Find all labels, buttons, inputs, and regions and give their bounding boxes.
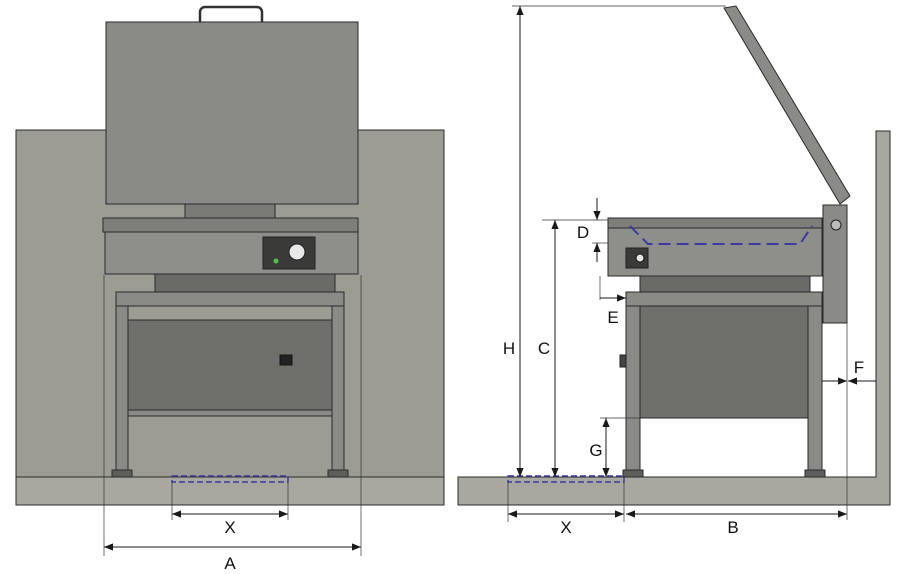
- front-cabinet: [127, 319, 333, 411]
- side-knob-icon[interactable]: [635, 253, 645, 263]
- side-pan-inner: [629, 225, 813, 245]
- front-pan-body: [104, 231, 359, 275]
- front-tilt-mechanism: [154, 273, 336, 293]
- front-lid-hinge: [184, 203, 276, 219]
- side-leg-front: [625, 305, 641, 471]
- front-dim-x-label: X: [224, 518, 235, 537]
- side-view: H C D E F G X B: [457, 5, 891, 537]
- front-view: X A: [15, 5, 445, 573]
- front-floor: [15, 476, 445, 506]
- side-frame-top: [625, 291, 823, 307]
- front-floor-drain: [171, 475, 289, 483]
- side-dim-h-label: H: [503, 339, 515, 358]
- front-foot-left: [111, 469, 133, 478]
- side-leg-back: [807, 305, 823, 471]
- front-leg-left: [115, 305, 129, 471]
- side-dim-g-label: G: [589, 441, 602, 460]
- side-floor-wall: [457, 130, 891, 506]
- side-lid-open: [723, 5, 851, 205]
- front-dim-a-label: A: [224, 554, 236, 573]
- front-foot-right: [327, 469, 349, 478]
- side-floor-drain: [507, 475, 625, 483]
- front-lid: [105, 21, 359, 205]
- side-cabinet: [639, 305, 809, 419]
- front-frame-top: [115, 291, 345, 307]
- front-pan-rim: [102, 217, 359, 233]
- lamp-icon: [273, 258, 279, 264]
- side-dim-e-label: E: [607, 308, 618, 327]
- knob-icon[interactable]: [288, 243, 306, 261]
- front-leg-right: [331, 305, 345, 471]
- side-dim-x-label: X: [560, 518, 571, 537]
- side-tilt-mechanism: [639, 275, 811, 293]
- handle-icon[interactable]: [279, 354, 293, 366]
- side-cabinet-handle[interactable]: [619, 354, 627, 368]
- side-dim-d-label: D: [577, 223, 589, 242]
- side-hinge-pivot: [830, 219, 842, 231]
- side-dim-b-label: B: [727, 518, 738, 537]
- side-dim-f-label: F: [854, 358, 864, 377]
- side-dim-c-label: C: [538, 339, 550, 358]
- front-cabinet-shelf: [127, 409, 333, 417]
- side-foot-back: [804, 469, 826, 478]
- side-pan-rim: [607, 217, 823, 229]
- side-foot-front: [622, 469, 644, 478]
